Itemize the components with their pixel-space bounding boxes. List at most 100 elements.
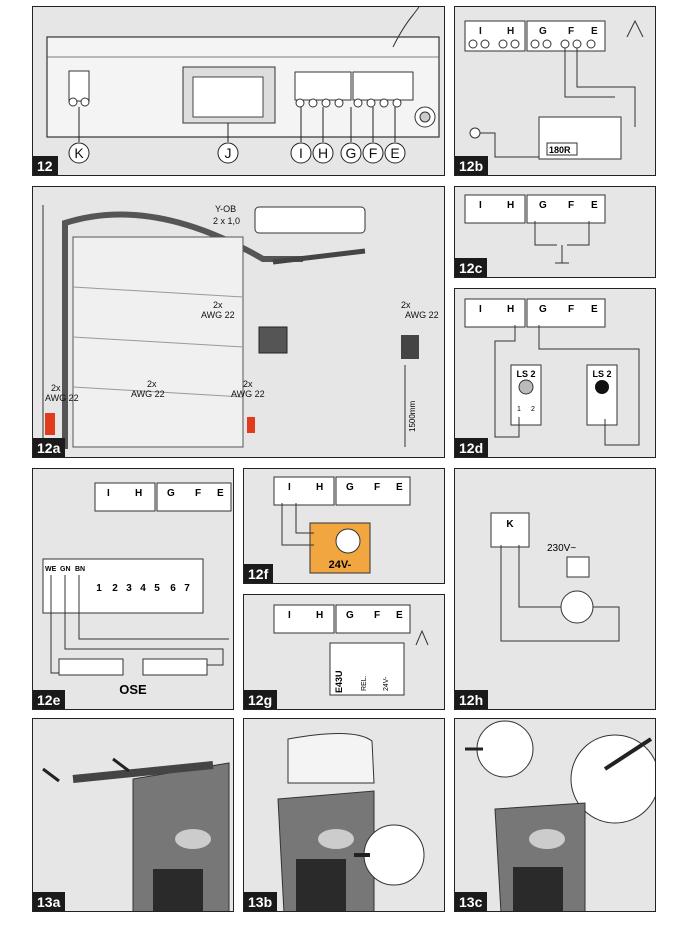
panel-13b: 13b <box>243 718 445 912</box>
mounting-illustration-13a <box>42 757 230 911</box>
garage-installation-illustration: Y-OB 2 x 1,0 2x AWG 22 2x AWG 22 2x AWG … <box>42 204 439 449</box>
terminal-g: G <box>539 26 547 37</box>
panel-label: 12h <box>455 690 489 709</box>
terminal-h: H <box>507 304 514 315</box>
callout-f: F <box>369 145 378 161</box>
mains-voltage: 230V~ <box>547 543 576 554</box>
ls-left-pin2: 2 <box>531 406 535 413</box>
terminal-g: G <box>346 610 354 621</box>
panel-label: 12e <box>33 690 66 709</box>
panel-label: 13b <box>244 892 278 911</box>
panel-12e: I H G F E WE GN BN 1 2 3 4 5 6 7 OSE 12e <box>32 468 234 710</box>
wiring-diagram-12h: K 230V~ <box>490 512 620 642</box>
panel-12f: I H G F E 24V- 12f <box>243 468 445 584</box>
terminal-e: E <box>396 610 403 621</box>
ls-left-label: LS 2 <box>516 369 535 379</box>
panel-label: 12f <box>244 564 274 583</box>
terminal-f: F <box>568 304 574 315</box>
wire-mid1-gauge: AWG 22 <box>131 389 165 399</box>
terminal-i: I <box>288 610 291 621</box>
ls-right-label: LS 2 <box>592 369 611 379</box>
terminal-e: E <box>591 304 598 315</box>
terminal-f: F <box>568 26 574 37</box>
terminal-h: H <box>507 200 514 211</box>
relay-label: 180R <box>549 145 571 155</box>
mounting-illustration-13c <box>465 720 655 911</box>
panel-12g: I H G F E E43U REL. 24V- 12g <box>243 594 445 710</box>
terminal-e: E <box>591 200 598 211</box>
lamp-voltage: 24V- <box>329 559 352 571</box>
cable-type: Y-OB <box>215 204 236 214</box>
wiring-diagram-12c: I H G F E <box>464 194 606 264</box>
terminal-h: H <box>135 488 142 499</box>
wiring-diagram-12g: I H G F E E43U REL. 24V- <box>273 604 429 696</box>
terminal-h: H <box>316 482 323 493</box>
panel-label: 12 <box>33 156 58 175</box>
terminal-i: I <box>479 200 482 211</box>
callout-k: K <box>74 145 84 161</box>
wire-left-gauge: AWG 22 <box>45 393 79 403</box>
panel-label: 12d <box>455 438 489 457</box>
panel-label: 12c <box>455 258 488 277</box>
terminal-f: F <box>568 200 574 211</box>
ose-bn: BN <box>75 566 85 573</box>
panel-12h: K 230V~ 12h <box>454 468 656 710</box>
terminal-f: F <box>374 610 380 621</box>
mounting-illustration-13b <box>277 733 425 911</box>
callout-g: G <box>346 145 357 161</box>
panel-label: 13c <box>455 892 488 911</box>
wire-top-gauge: AWG 22 <box>201 310 235 320</box>
panel-label: 12b <box>455 156 489 175</box>
terminal-i: I <box>107 488 110 499</box>
callout-h: H <box>318 145 328 161</box>
wire-right-gauge: AWG 22 <box>405 310 439 320</box>
panel-label: 12a <box>33 438 66 457</box>
panel-12c: I H G F E 12c <box>454 186 656 278</box>
wiring-diagram-12e: I H G F E WE GN BN 1 2 3 4 5 6 7 OSE <box>42 482 232 697</box>
terminal-h: H <box>507 26 514 37</box>
mount-height: 1500mm <box>408 401 417 432</box>
ose-pin-6: 6 <box>170 583 176 594</box>
ose-we: WE <box>45 566 57 573</box>
wiring-diagram-12f: I H G F E 24V- <box>273 476 411 574</box>
panel-13a: 13a <box>32 718 234 912</box>
wiring-diagram-12b: I H G F E 180R <box>464 19 644 160</box>
terminal-g: G <box>539 304 547 315</box>
terminal-f: F <box>374 482 380 493</box>
panel-12b: I H G F E 180R 12b <box>454 6 656 176</box>
terminal-i: I <box>288 482 291 493</box>
ose-pin-7: 7 <box>184 583 190 594</box>
control-board-illustration: K J I H G F E <box>46 7 440 164</box>
module-voltage: 24V- <box>383 676 390 691</box>
wire-top-qty: 2x <box>213 300 223 310</box>
panel-label: 12g <box>244 690 278 709</box>
terminal-i: I <box>479 26 482 37</box>
ose-pin-4: 4 <box>140 583 146 594</box>
terminal-k: K <box>506 519 514 530</box>
module-label: E43U <box>334 670 344 693</box>
ose-label: OSE <box>119 682 147 697</box>
terminal-g: G <box>167 488 175 499</box>
panel-label: 13a <box>33 892 66 911</box>
wiring-diagram-12d: I H G F E LS 2 LS 2 1 2 <box>464 298 640 446</box>
wire-mid1-qty: 2x <box>147 379 157 389</box>
wire-left-qty: 2x <box>51 383 61 393</box>
panel-13c: 13c <box>454 718 656 912</box>
panel-12: K J I H G F E 12 <box>32 6 445 176</box>
ls-left-pin1: 1 <box>517 406 521 413</box>
terminal-g: G <box>346 482 354 493</box>
terminal-e: E <box>217 488 224 499</box>
terminal-e: E <box>396 482 403 493</box>
callout-i: I <box>299 145 303 161</box>
ose-pin-3: 3 <box>126 583 132 594</box>
module-rel: REL. <box>361 675 368 691</box>
ose-gn: GN <box>60 566 71 573</box>
ose-pin-2: 2 <box>112 583 118 594</box>
terminal-i: I <box>479 304 482 315</box>
panel-12a: Y-OB 2 x 1,0 2x AWG 22 2x AWG 22 2x AWG … <box>32 186 445 458</box>
ose-pin-1: 1 <box>96 583 102 594</box>
terminal-f: F <box>195 488 201 499</box>
ose-pin-5: 5 <box>154 583 160 594</box>
wire-mid2-gauge: AWG 22 <box>231 389 265 399</box>
wire-mid2-qty: 2x <box>243 379 253 389</box>
